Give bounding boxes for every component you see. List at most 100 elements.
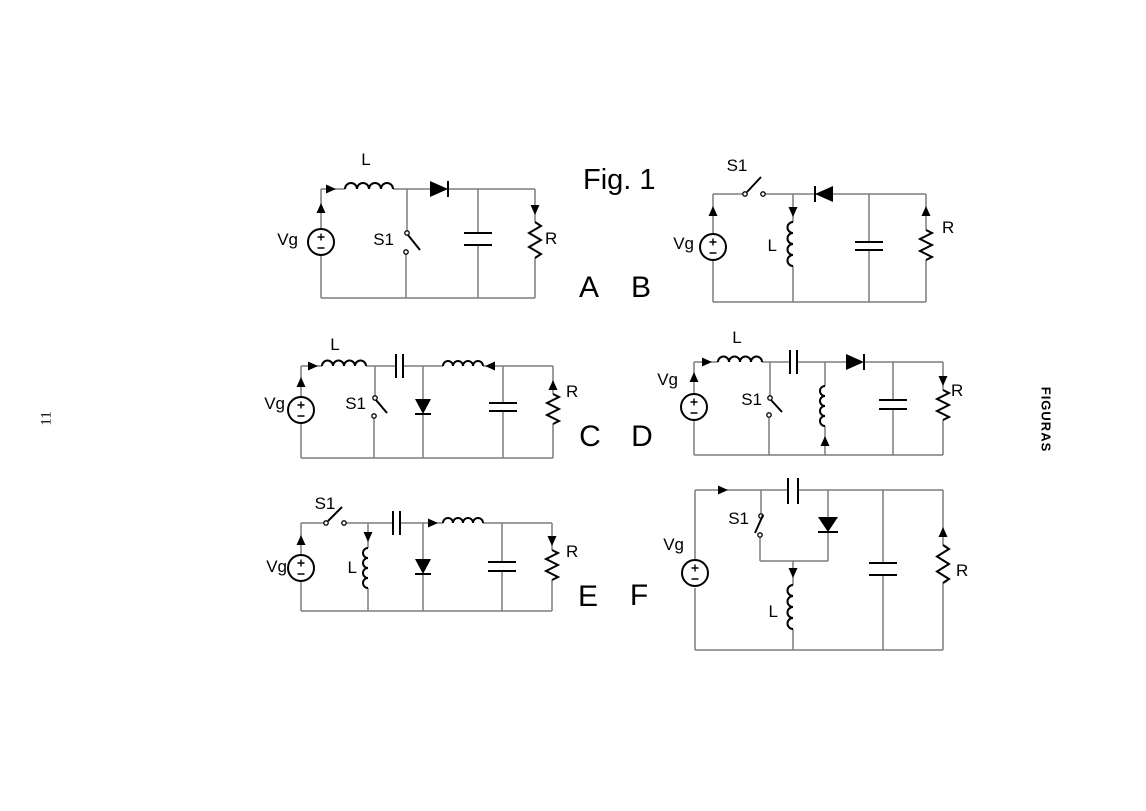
inductor-label: L [769, 602, 778, 621]
switch-contact-bottom [371, 413, 377, 419]
current-arrow-up [296, 535, 306, 545]
source-circle [287, 396, 315, 424]
diode-triangle [430, 181, 448, 197]
source-circle [680, 393, 708, 421]
switch-s1 [403, 230, 421, 255]
switch-label: S1 [741, 390, 762, 409]
current-arrow-up [820, 436, 830, 446]
current-arrow-up [708, 206, 718, 216]
switch-contact-bottom [766, 412, 772, 418]
inductor-label: L [330, 335, 339, 354]
output-inductor-coil [442, 360, 484, 367]
current-arrow-up [921, 206, 931, 216]
source-polarity-marks [690, 398, 698, 414]
diode [814, 186, 833, 202]
inductor-coil [786, 221, 794, 267]
current-arrow-down [938, 376, 948, 386]
capacitor-plates [488, 561, 516, 572]
switch-blade [746, 176, 762, 193]
diode-triangle [846, 354, 864, 370]
inductor-label: L [768, 236, 777, 255]
switch-blade [754, 514, 764, 534]
diode-triangle [415, 559, 431, 574]
switch-s1 [371, 395, 388, 419]
inductor-coil [717, 355, 763, 363]
switch-blade [770, 399, 783, 413]
series-capacitor-plates [392, 511, 401, 535]
switch-label: S1 [373, 230, 394, 249]
resistor-label: R [956, 561, 968, 580]
current-arrow-down [530, 205, 540, 215]
switch-label: S1 [727, 156, 748, 175]
current-arrow-left [485, 361, 495, 371]
shunt-inductor-coil [819, 385, 826, 427]
resistor-zigzag [544, 393, 562, 425]
capacitor-plates [489, 402, 517, 412]
switch-blade [407, 234, 421, 251]
diode [818, 517, 838, 533]
inductor-label: L [361, 150, 370, 169]
switch-label: S1 [345, 394, 366, 413]
series-capacitor-plates [395, 354, 404, 378]
current-arrow-down [547, 536, 557, 546]
circuit-a: Vg L S1 R A [277, 150, 599, 304]
current-arrow-right [326, 184, 336, 194]
current-arrow-down [788, 207, 798, 217]
inductor-label: L [348, 558, 357, 577]
resistor-zigzag [935, 544, 951, 584]
inductor-coil [362, 547, 369, 589]
circuit-letter: E [578, 580, 598, 613]
source-polarity-marks [317, 233, 325, 249]
series-capacitor-plates [789, 350, 798, 374]
source-polarity-marks [709, 238, 717, 254]
circuit-d: Vg L S1 R D [631, 328, 963, 456]
capacitor-plates [869, 562, 897, 576]
circuit-b: Vg L S1 R B [631, 156, 954, 304]
voltage-source [681, 559, 709, 587]
source-label: Vg [264, 394, 285, 413]
output-inductor-coil [442, 517, 484, 524]
current-arrow-right [428, 518, 438, 528]
switch-contact-right [341, 520, 347, 526]
resistor-label: R [545, 229, 557, 248]
switch-label: S1 [315, 494, 336, 513]
switch-contact-top [372, 395, 378, 401]
circuit-letter: A [579, 271, 599, 304]
current-arrow-up [296, 377, 306, 387]
source-label: Vg [663, 535, 684, 554]
switch-contact-bottom [403, 249, 409, 255]
diode [430, 181, 449, 197]
source-circle [681, 559, 709, 587]
switch-s1 [766, 395, 783, 418]
figure-title: Fig. 1 [583, 164, 656, 196]
inductor-coil [786, 584, 794, 630]
current-arrow-right [718, 485, 728, 495]
capacitor-plates [464, 232, 492, 246]
circuit-e: Vg L S1 R E [266, 494, 598, 613]
switch-contact-bottom [757, 532, 763, 538]
resistor-label: R [942, 218, 954, 237]
source-circle [307, 228, 335, 256]
current-arrow-up [548, 380, 558, 390]
source-label: Vg [657, 370, 678, 389]
inductor-coil [344, 182, 394, 190]
circuit-f: Vg L S1 R F [630, 478, 968, 651]
resistor-label: R [951, 381, 963, 400]
switch-contact-top [767, 395, 773, 401]
voltage-source [307, 228, 335, 256]
circuit-c: Vg L S1 R C [264, 335, 601, 459]
switch-label: S1 [728, 509, 749, 528]
circuit-a-wires [320, 188, 536, 299]
current-arrow-right [308, 361, 318, 371]
diode-triangle [415, 399, 431, 414]
switch-s1 [754, 513, 764, 538]
diode-triangle [815, 186, 833, 202]
switch-s1 [742, 176, 766, 197]
source-label: Vg [266, 557, 287, 576]
voltage-source [287, 396, 315, 424]
current-arrow-down [363, 532, 373, 542]
switch-contact-left [742, 191, 748, 197]
resistor-label: R [566, 542, 578, 561]
diode [846, 354, 865, 370]
